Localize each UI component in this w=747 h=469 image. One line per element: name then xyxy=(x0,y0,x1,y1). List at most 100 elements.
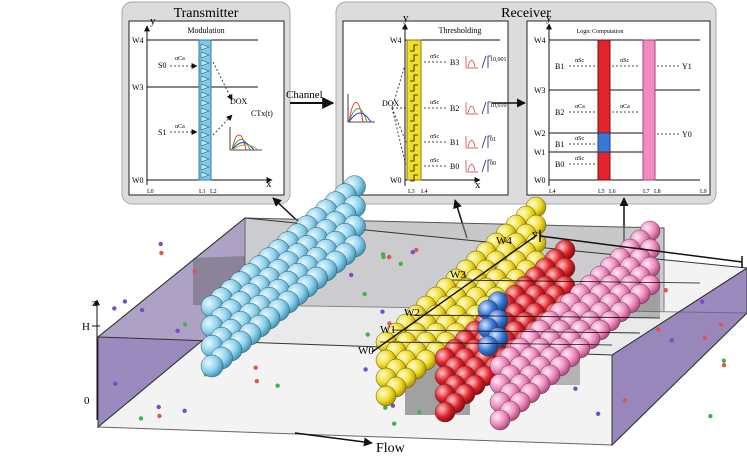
tx-s1: S1 xyxy=(158,128,166,137)
tx-triangle-markers xyxy=(200,43,210,179)
th-step xyxy=(410,44,418,52)
lg-l-label: L9 xyxy=(700,189,707,195)
tx-dox-label: DOX xyxy=(230,97,248,106)
particle xyxy=(275,383,280,388)
particle xyxy=(700,299,705,304)
lg-w3: W3 xyxy=(534,86,546,95)
th-row-chart xyxy=(465,56,478,69)
tx-l0: L0 xyxy=(147,189,154,195)
particle xyxy=(656,327,661,332)
particle xyxy=(182,408,187,413)
th-step xyxy=(410,74,418,82)
particle xyxy=(383,405,388,410)
particle xyxy=(718,322,724,327)
th-l3: L3 xyxy=(408,189,415,195)
lg-col1-label: αSc xyxy=(575,156,584,162)
particle xyxy=(380,252,386,257)
flow-label: Flow xyxy=(376,441,406,456)
lg-l-label: L6 xyxy=(609,189,616,195)
th-tick-label: 01 xyxy=(490,137,496,143)
th-step xyxy=(410,84,418,92)
th-row-step xyxy=(481,159,492,173)
th-w4: W4 xyxy=(390,36,402,45)
th-step xyxy=(410,64,418,72)
particle xyxy=(139,307,145,313)
tx-axis-x-label: x xyxy=(266,178,272,190)
particle xyxy=(417,410,422,415)
w-label: W2 xyxy=(404,307,420,319)
w-label: W3 xyxy=(450,269,466,281)
particle xyxy=(387,254,392,260)
tx-triangle xyxy=(200,43,210,51)
tx-triangle xyxy=(200,83,210,91)
tx-triangle xyxy=(200,67,210,75)
lg-l-label: L7 xyxy=(643,189,650,195)
h-label: H xyxy=(82,321,90,333)
particle xyxy=(721,358,726,363)
pink-cell xyxy=(489,409,511,431)
th-step xyxy=(410,144,418,152)
lg-col2-label: αCa xyxy=(620,104,630,110)
th-output-label: B0 xyxy=(450,162,459,171)
th-tick-label: 10,010 xyxy=(490,103,507,109)
lg-w1: W1 xyxy=(534,148,546,157)
particle xyxy=(663,288,668,293)
particle xyxy=(182,322,188,327)
particle xyxy=(156,404,161,410)
th-step-markers xyxy=(410,44,418,182)
th-step xyxy=(410,54,418,62)
transmitter-title: Transmitter xyxy=(174,6,239,21)
particle xyxy=(254,379,259,384)
lg-input-label: B1 xyxy=(555,140,564,149)
particle xyxy=(175,328,180,333)
particle xyxy=(595,411,601,416)
logic-title: Logic Computation xyxy=(577,29,624,35)
th-row-step xyxy=(481,135,492,149)
transmitter-panel: Transmitter Modulation y x W4 W3 W0 S0 S… xyxy=(121,1,291,205)
tx-triangle xyxy=(200,131,210,139)
lg-l-label: L8 xyxy=(654,189,661,195)
th-row-step xyxy=(481,55,492,69)
tx-aca-bottom: αCa xyxy=(175,124,185,130)
particle xyxy=(410,250,415,255)
particle xyxy=(138,416,144,421)
particle xyxy=(362,291,367,297)
tx-w4: W4 xyxy=(132,36,144,45)
tx-l2: L2 xyxy=(210,189,217,195)
th-row-chart xyxy=(465,160,478,173)
th-axis-x: x xyxy=(475,179,481,191)
channel-arrow: Channel xyxy=(286,89,335,109)
tx-ctx-label: CTx(t) xyxy=(251,109,273,118)
cyan-cell xyxy=(200,354,224,378)
particle xyxy=(253,365,258,370)
zero-label: 0 xyxy=(84,395,90,407)
red-cell xyxy=(434,401,456,423)
tx-triangle xyxy=(200,59,210,67)
th-step xyxy=(410,134,418,142)
th-dox: DOX xyxy=(382,99,400,108)
tx-w0: W0 xyxy=(132,176,144,185)
particle xyxy=(159,250,164,256)
th-step xyxy=(410,124,418,132)
particle xyxy=(721,363,727,368)
lg-w2: W2 xyxy=(534,129,546,138)
th-split-arrow xyxy=(391,61,407,109)
particle xyxy=(113,381,118,386)
th-asc-label: αSc xyxy=(430,100,439,106)
particle xyxy=(112,306,117,311)
tx-w3: W3 xyxy=(132,83,144,92)
th-split-arrow xyxy=(391,107,407,167)
tx-triangle xyxy=(200,163,210,171)
tx-triangle xyxy=(200,139,210,147)
tx-triangle xyxy=(200,171,210,179)
blue-cell xyxy=(477,335,499,357)
flow-arrow xyxy=(294,432,373,447)
lg-blue-cell xyxy=(597,132,611,153)
tx-triangle xyxy=(200,147,210,155)
tx-s0: S0 xyxy=(158,61,166,70)
lg-input-label: B2 xyxy=(555,108,564,117)
